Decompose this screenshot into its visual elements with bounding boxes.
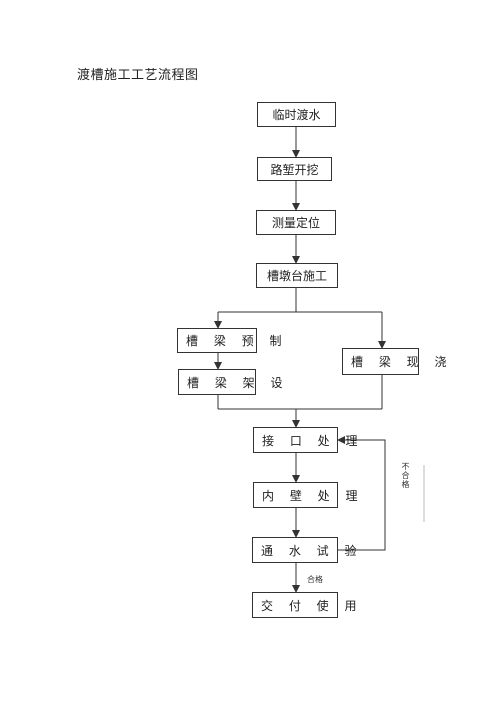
label-pass: 合格 [307, 575, 323, 584]
step-water-test: 通 水 试 验 [252, 537, 356, 563]
step-beam-prefabrication: 槽 梁 预 制 [177, 328, 281, 353]
feedback-loop [337, 436, 386, 551]
step-pier-construction: 槽墩台施工 [256, 263, 338, 288]
step-beam-erection: 槽 梁 架 设 [178, 369, 282, 395]
step-cutting-excavation: 路堑开挖 [257, 157, 332, 181]
step-inner-wall-treatment: 内 壁 处 理 [253, 482, 357, 508]
diagram-title: 渡槽施工工艺流程图 [77, 68, 199, 83]
step-survey-positioning: 测量定位 [256, 210, 336, 235]
step-beam-cast-in-place: 槽 梁 现 浇 [342, 348, 446, 375]
step-delivery: 交 付 使 用 [252, 592, 356, 618]
step-joint-treatment: 接 口 处 理 [253, 427, 357, 453]
step-temporary-water-diversion: 临时渡水 [257, 102, 336, 127]
label-fail: 不合格 [401, 462, 410, 489]
